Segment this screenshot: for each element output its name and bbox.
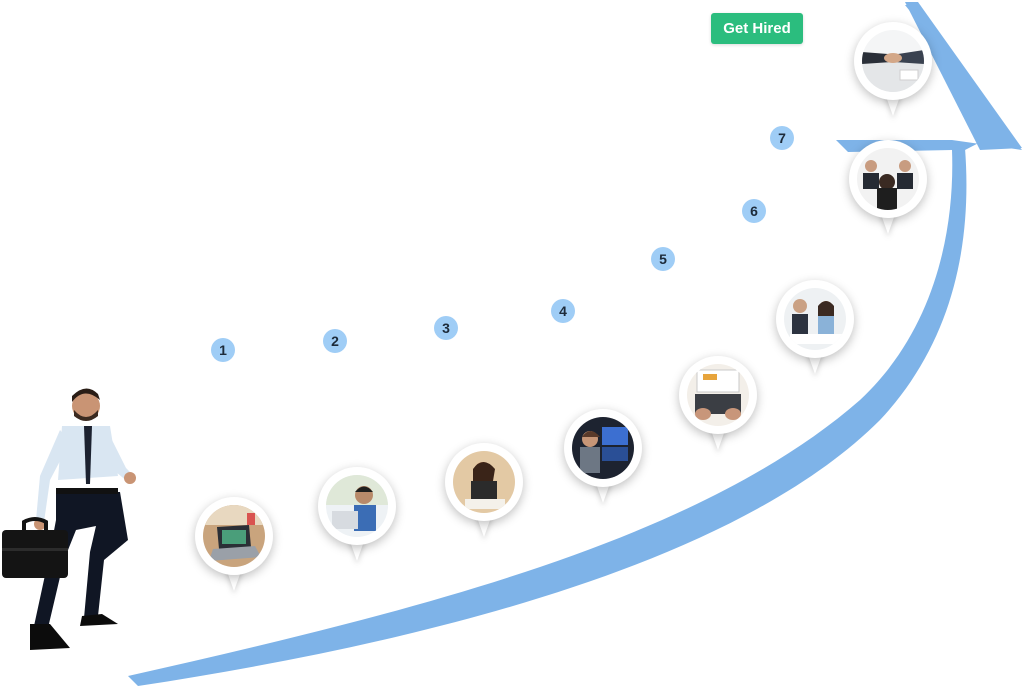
businessman-illustration (2, 388, 136, 650)
handshake-image (862, 30, 924, 92)
laptop-desk-image (203, 505, 265, 567)
typing-laptop-image (687, 364, 749, 426)
panel-interview-image (857, 148, 919, 210)
student-laptop-image (326, 475, 388, 537)
step-badge-2: 2 (323, 329, 347, 353)
get-hired-button[interactable]: Get Hired (711, 13, 803, 44)
step-pin-8 (854, 22, 932, 122)
step-badge-5: 5 (651, 247, 675, 271)
step-pin-2 (318, 467, 396, 567)
step-pin-5 (679, 356, 757, 456)
step-pin-7 (849, 140, 927, 240)
woman-writing-image (453, 451, 515, 513)
growth-arrow-shaft (128, 148, 967, 686)
interview-image (784, 288, 846, 350)
step-pin-4 (564, 409, 642, 509)
growth-arrow-head-right (905, 2, 1022, 150)
step-pin-3 (445, 443, 523, 543)
step-badge-4: 4 (551, 299, 575, 323)
step-badge-6: 6 (742, 199, 766, 223)
step-pin-6 (776, 280, 854, 380)
coding-monitors-image (572, 417, 634, 479)
step-badge-3: 3 (434, 316, 458, 340)
step-badge-7: 7 (770, 126, 794, 150)
step-pin-1 (195, 497, 273, 597)
step-badge-1: 1 (211, 338, 235, 362)
